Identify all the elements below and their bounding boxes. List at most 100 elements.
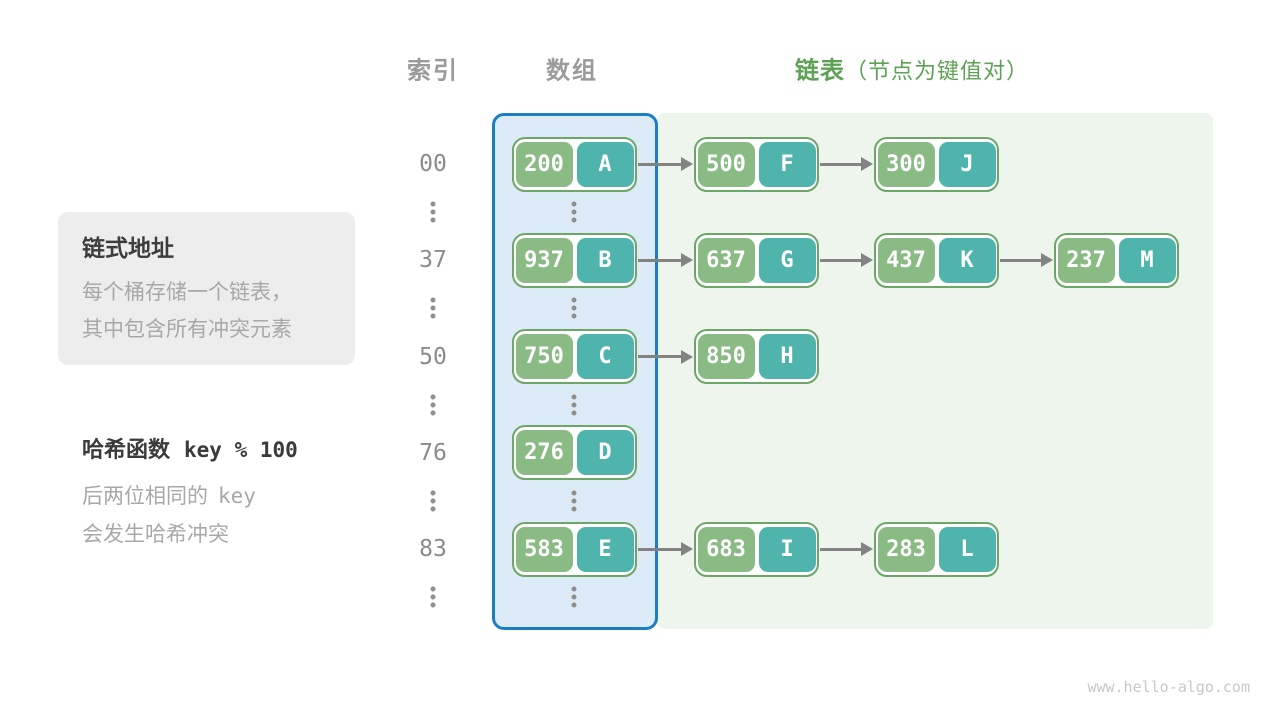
arrow-head [1041,253,1053,268]
dot [430,602,436,608]
chaining-panel-line1: 每个桶存储一个链表， [82,281,292,304]
key-cell: 437 [877,237,935,283]
index-label: 50 [419,343,447,370]
dot [571,586,577,592]
arrow-line [820,547,864,551]
dot [430,201,436,207]
ellipsis-dots [430,297,436,319]
dot [430,217,436,223]
value-cell: A [576,141,634,187]
dot [430,506,436,512]
hash-function-formula: key % 100 [184,438,298,462]
value-cell: B [576,237,634,283]
arrow-line [638,355,684,358]
arrow [638,253,693,268]
arrow-head [861,253,873,268]
key-cell: 583 [515,526,573,572]
value-cell: J [938,141,996,187]
arrow-head [681,349,693,364]
ellipsis-dots [571,297,577,319]
ellipsis-dots [430,394,436,416]
index-label: 00 [419,151,447,177]
dot [571,313,577,319]
dot [430,305,436,311]
watermark: www.hello-algo.com [1087,678,1250,696]
chaining-panel: 链式地址 每个桶存储一个链表， 其中包含所有冲突元素 [58,212,355,365]
arrow-head [681,253,693,268]
dot [571,297,577,303]
ellipsis-dots [571,490,577,512]
index-column-header: 索引 [407,57,459,85]
dot [430,410,436,416]
list-column-header: 链表（节点为键值对） [795,51,1029,86]
dot [430,402,436,408]
dot [430,297,436,303]
key-cell: 300 [877,141,935,187]
value-cell: H [758,334,816,379]
arrow-line [638,258,684,262]
value-cell: G [758,237,816,283]
dot [571,490,577,496]
chaining-panel-line2: 其中包含所有冲突元素 [82,318,292,341]
value-cell: D [576,430,634,476]
ellipsis-dots [430,201,436,223]
dot [430,586,436,592]
hash-note-key-code: key [218,484,256,508]
ellipsis-dots [571,201,577,223]
arrow-head [681,157,693,171]
arrow-line [820,258,864,262]
dot [571,410,577,416]
key-cell: 200 [515,141,573,187]
arrow [638,542,693,556]
chaining-panel-title: 链式地址 [82,235,174,261]
key-cell: 637 [697,237,755,283]
value-cell: L [938,526,996,572]
arrow [820,542,873,556]
index-label: 76 [419,439,447,466]
dot [430,209,436,215]
value-cell: C [576,334,634,379]
index-label: 37 [419,247,447,274]
arrow [638,157,693,171]
arrow [638,349,693,364]
key-cell: 850 [697,334,755,379]
arrow-head [681,542,693,556]
value-cell: M [1118,237,1176,283]
ellipsis-dots [430,586,436,608]
array-column-header: 数组 [546,57,598,85]
key-cell: 937 [515,237,573,283]
value-cell: E [576,526,634,572]
ellipsis-dots [571,394,577,416]
dot [571,305,577,311]
ellipsis-dots [430,490,436,512]
value-cell: F [758,141,816,187]
key-cell: 283 [877,526,935,572]
dot [571,594,577,600]
key-cell: 750 [515,334,573,379]
value-cell: K [938,237,996,283]
key-cell: 683 [697,526,755,572]
arrow-line [1000,258,1044,262]
dot [571,394,577,400]
dot [430,394,436,400]
dot [430,498,436,504]
dot [430,313,436,319]
dot [571,506,577,512]
arrow-line [820,162,864,166]
key-cell: 276 [515,430,573,476]
hash-function-label: 哈希函数 [82,437,171,462]
value-cell: I [758,526,816,572]
